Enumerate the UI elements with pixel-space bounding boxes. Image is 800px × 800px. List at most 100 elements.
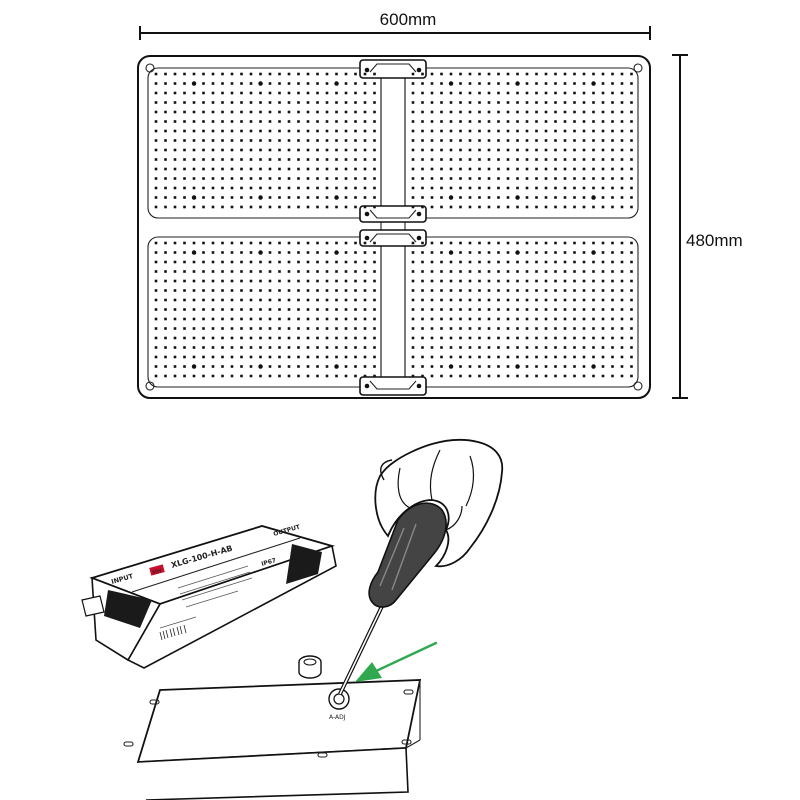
led-chip	[478, 270, 481, 273]
led-chip	[316, 251, 319, 254]
led-chip	[287, 91, 291, 95]
led-chip	[630, 279, 633, 283]
led-chip	[287, 374, 291, 378]
led-chip	[573, 355, 576, 359]
led-chip	[268, 374, 272, 378]
led-chip	[154, 158, 158, 161]
led-chip	[344, 270, 348, 273]
led-chip	[344, 120, 348, 123]
led-chip	[354, 167, 357, 171]
led-chip	[544, 148, 548, 152]
led-chip	[563, 148, 567, 152]
led-chip	[459, 196, 462, 199]
led-chip	[373, 289, 376, 292]
led-chip	[468, 205, 472, 209]
led-chip	[516, 336, 519, 340]
led-chip	[164, 129, 167, 133]
led-chip	[154, 270, 158, 273]
led-chip	[573, 158, 576, 161]
led-chip	[468, 177, 472, 180]
led-chip	[183, 298, 186, 302]
led-chip-large	[448, 81, 454, 86]
led-chip	[221, 251, 224, 254]
led-chip	[154, 289, 158, 292]
led-chip	[268, 205, 272, 209]
led-chip	[325, 72, 329, 76]
led-chip	[173, 298, 177, 302]
led-chip	[449, 91, 453, 95]
led-chip	[259, 91, 262, 95]
led-chip	[202, 327, 205, 330]
led-chip	[421, 317, 424, 321]
led-chip	[211, 251, 215, 254]
led-chip	[563, 365, 567, 368]
led-chip	[573, 120, 576, 123]
led-chip	[573, 260, 576, 264]
led-chip-large	[591, 81, 596, 86]
led-chip	[487, 186, 491, 190]
led-chip	[268, 260, 272, 264]
led-chip	[611, 298, 614, 302]
led-chip	[259, 346, 262, 349]
input-panel	[104, 590, 152, 628]
led-chip	[192, 317, 196, 321]
led-chip	[459, 148, 462, 152]
led-chip	[449, 260, 453, 264]
led-chip	[173, 110, 177, 114]
led-chip	[487, 251, 491, 254]
led-chip	[202, 186, 205, 190]
led-chip	[411, 120, 415, 123]
led-chip	[601, 260, 605, 264]
led-chip	[316, 139, 319, 142]
led-chip	[478, 158, 481, 161]
led-chip-large	[191, 81, 197, 86]
led-chip	[421, 110, 424, 114]
led-chip	[440, 196, 443, 199]
led-chip	[411, 196, 415, 199]
led-chip	[630, 82, 633, 85]
led-chip	[278, 110, 281, 114]
led-chip	[582, 308, 586, 311]
led-chip	[525, 205, 529, 209]
led-chip	[268, 91, 272, 95]
led-chip	[230, 365, 234, 368]
led-chip	[487, 139, 491, 142]
led-chip	[563, 346, 567, 349]
led-chip	[221, 110, 224, 114]
led-chip	[554, 365, 557, 368]
led-chip	[202, 308, 205, 311]
led-chip	[240, 167, 243, 171]
led-chip	[601, 374, 605, 378]
led-chip	[478, 186, 481, 190]
height-label: 480mm	[686, 231, 743, 250]
led-chip	[306, 91, 310, 95]
led-chip	[459, 279, 462, 283]
led-chip	[297, 129, 300, 133]
led-chip	[411, 186, 415, 190]
led-chip	[183, 374, 186, 378]
led-chip	[306, 365, 310, 368]
led-chip	[430, 260, 434, 264]
led-chip	[192, 101, 196, 104]
led-chip	[335, 120, 338, 123]
led-chip	[554, 298, 557, 302]
led-chip	[611, 327, 614, 330]
led-chip	[221, 365, 224, 368]
led-chip	[554, 241, 557, 245]
led-chip	[363, 186, 367, 190]
led-chip	[154, 251, 158, 254]
led-chip	[202, 148, 205, 152]
led-chip	[202, 167, 205, 171]
led-chip	[268, 241, 272, 245]
led-chip	[449, 177, 453, 180]
led-chip	[297, 317, 300, 321]
led-chip	[497, 355, 500, 359]
led-chip	[202, 336, 205, 340]
led-board-bottom-left	[147, 236, 382, 388]
led-chip	[297, 101, 300, 104]
led-chip	[582, 270, 586, 273]
led-chip	[354, 91, 357, 95]
led-chip	[240, 205, 243, 209]
led-chip	[164, 82, 167, 85]
led-chip	[325, 158, 329, 161]
